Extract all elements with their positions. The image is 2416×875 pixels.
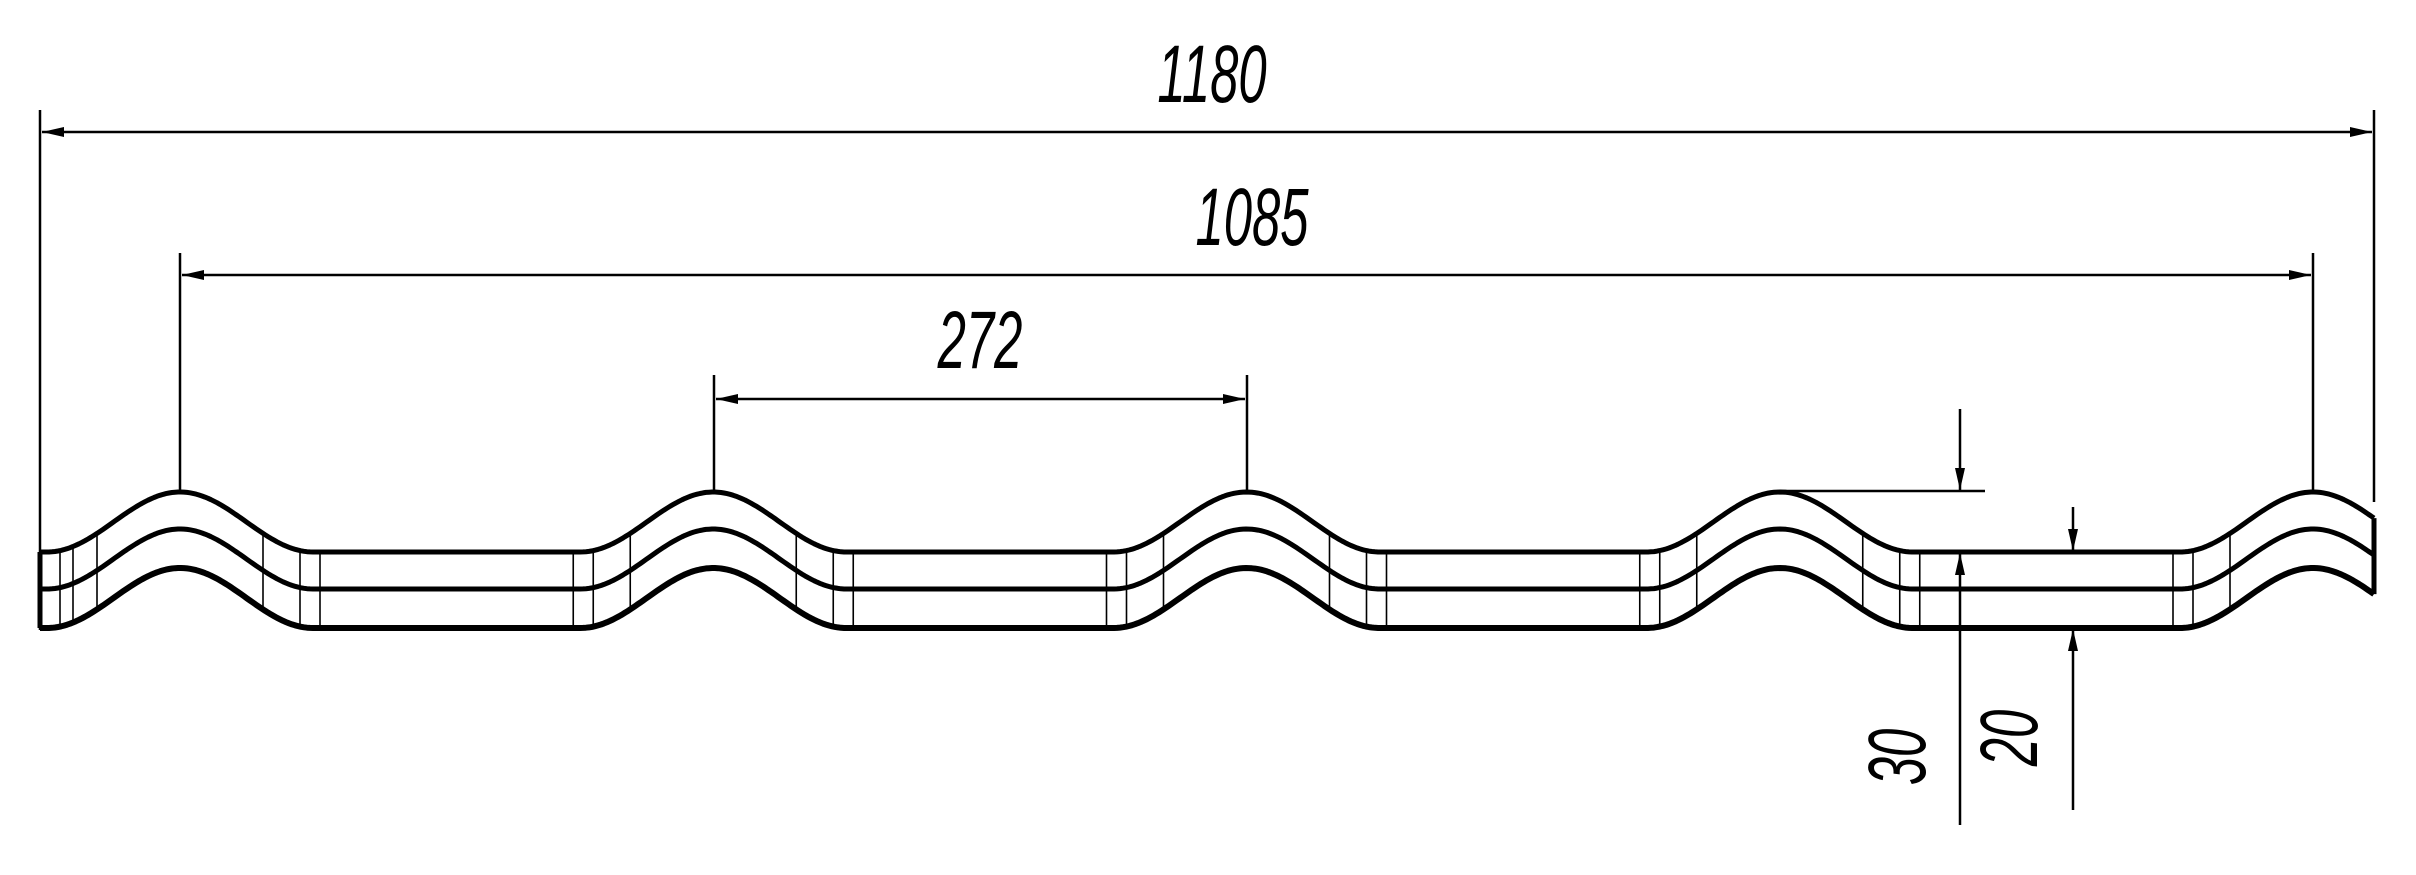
profile-top-edge [40,489,2376,555]
dimension-label-272: 272 [937,295,1023,386]
dimension-label-1085: 1085 [1195,172,1309,263]
dimension-label-30: 30 [1852,729,1943,786]
tile-profile [37,489,2377,631]
dimension-label-20: 20 [1964,710,2055,767]
dimension-label-1180: 1180 [1157,29,1266,120]
profile-bottom-edge [40,565,2376,631]
dimension-lines [38,110,2376,825]
profile-middle-line [40,526,2376,592]
